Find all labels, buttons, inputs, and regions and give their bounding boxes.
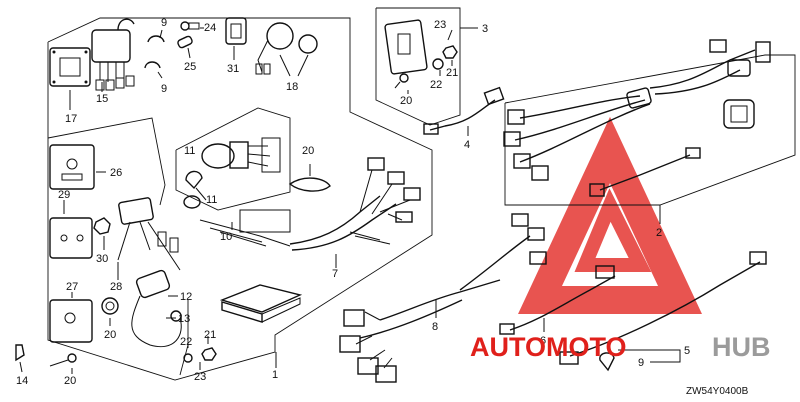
label-11b: 11 [206, 194, 217, 206]
frame-harness-2 [504, 54, 796, 206]
cable-6 [499, 265, 616, 335]
harness-8 [339, 213, 547, 383]
label-9c: 9 [638, 357, 644, 369]
key-switch-28 [117, 197, 181, 271]
label-29: 29 [58, 189, 70, 201]
label-26: 26 [110, 167, 122, 179]
watermark-left: AUTOMOTO [470, 332, 627, 362]
clip-9-top [147, 35, 165, 43]
label-5: 7 [332, 268, 338, 280]
label-4: 4 [464, 139, 470, 151]
screw-20-top [394, 73, 409, 89]
label-22-top: 22 [430, 79, 442, 91]
label-9a: 9 [161, 17, 167, 29]
label-16: 17 [65, 113, 77, 125]
washer-22-bottom [183, 353, 193, 363]
part-labels: 17 15 9 9 24 25 31 18 26 29 30 28 27 20 … [16, 17, 690, 387]
label-15: 15 [96, 93, 108, 105]
label-24: 24 [204, 22, 216, 34]
label-9b: 9 [161, 83, 167, 95]
label-25: 25 [184, 61, 196, 73]
label-7: 5 [684, 345, 690, 357]
washer-22-top [432, 58, 444, 70]
label-12: 12 [180, 291, 192, 303]
ignition-switch-10 [201, 137, 281, 173]
lanyard-12-13 [131, 269, 182, 348]
plate-26 [49, 144, 95, 190]
label-2: 2 [656, 227, 662, 239]
label-22-bottom: 22 [180, 336, 192, 348]
label-20-bottom: 20 [64, 375, 76, 387]
harness-top [649, 39, 771, 95]
strap-19 [288, 177, 331, 192]
screw-24 [180, 21, 200, 31]
ring-18 [101, 297, 119, 315]
plate-27 [49, 299, 93, 343]
label-14: 14 [16, 375, 28, 387]
label-1: 1 [272, 369, 278, 381]
label-31: 31 [227, 63, 239, 75]
cable-7 [559, 251, 767, 365]
label-23-bottom: 23 [194, 371, 206, 383]
watermark-text: AUTOMOTO HUB [470, 332, 771, 362]
nut-30 [93, 217, 111, 235]
switch-block-15 [91, 18, 135, 91]
label-18: 20 [104, 329, 116, 341]
harness-2 [503, 87, 701, 197]
watermark-right: HUB [712, 332, 771, 362]
label-13: 13 [178, 313, 190, 325]
wire-bundle-10 [199, 209, 291, 247]
watermark-logo [518, 116, 702, 314]
nut-21-top [442, 45, 458, 59]
label-6: 6 [540, 335, 546, 347]
label-11a: 11 [184, 145, 195, 157]
label-8: 8 [432, 321, 438, 333]
plate-16 [49, 47, 91, 87]
grommet-right [723, 99, 755, 129]
nut-21-bottom [201, 347, 217, 361]
manual-1 [219, 284, 303, 323]
label-3: 3 [482, 23, 488, 35]
plate-29 [49, 217, 93, 259]
label-17: 18 [286, 81, 298, 93]
switch-plate-3 [384, 19, 428, 75]
harness-5 [289, 157, 421, 251]
label-28: 28 [110, 281, 122, 293]
key-11 [183, 170, 203, 209]
meter-17 [255, 22, 318, 75]
screw-20-bottom [49, 353, 77, 367]
diagram-code: ZW54Y0400B [686, 386, 749, 397]
frame-bracket-26 [47, 117, 166, 206]
leader-lines [19, 27, 681, 374]
label-19: 20 [302, 145, 314, 157]
label-27: 27 [66, 281, 78, 293]
label-10: 10 [220, 231, 232, 243]
label-21-bottom: 21 [204, 329, 216, 341]
clip-9-bottom [599, 352, 615, 372]
frame-bracket-10 [175, 107, 291, 211]
label-21-top: 21 [446, 67, 458, 79]
label-30: 30 [96, 253, 108, 265]
label-23-top: 23 [434, 19, 446, 31]
frame-switch-box-3 [375, 7, 461, 126]
clip-14 [15, 344, 25, 362]
cable-4 [423, 86, 505, 135]
label-20-top: 20 [400, 95, 412, 107]
clip-9-mid [144, 61, 161, 69]
bolt-25 [177, 35, 193, 49]
frame-main [47, 17, 433, 381]
grommet-31 [225, 17, 247, 45]
